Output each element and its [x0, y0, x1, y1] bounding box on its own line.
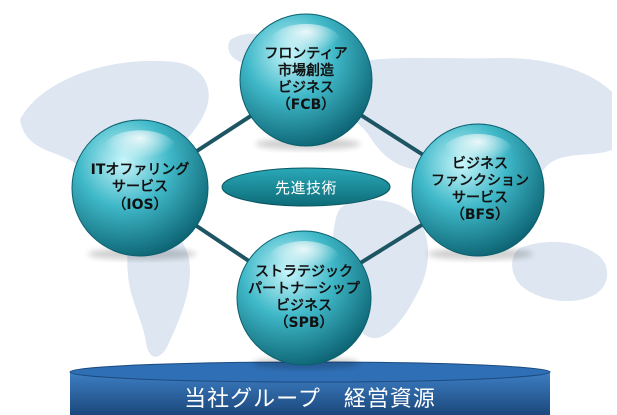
sphere-fcb — [239, 13, 373, 150]
sphere-bfs — [411, 123, 545, 260]
map-australia — [512, 241, 608, 302]
sphere-spb — [236, 230, 372, 369]
base-cylinder — [69, 361, 551, 415]
sphere-ios — [71, 119, 209, 260]
spheres — [71, 13, 545, 369]
center-ellipse — [221, 167, 391, 207]
